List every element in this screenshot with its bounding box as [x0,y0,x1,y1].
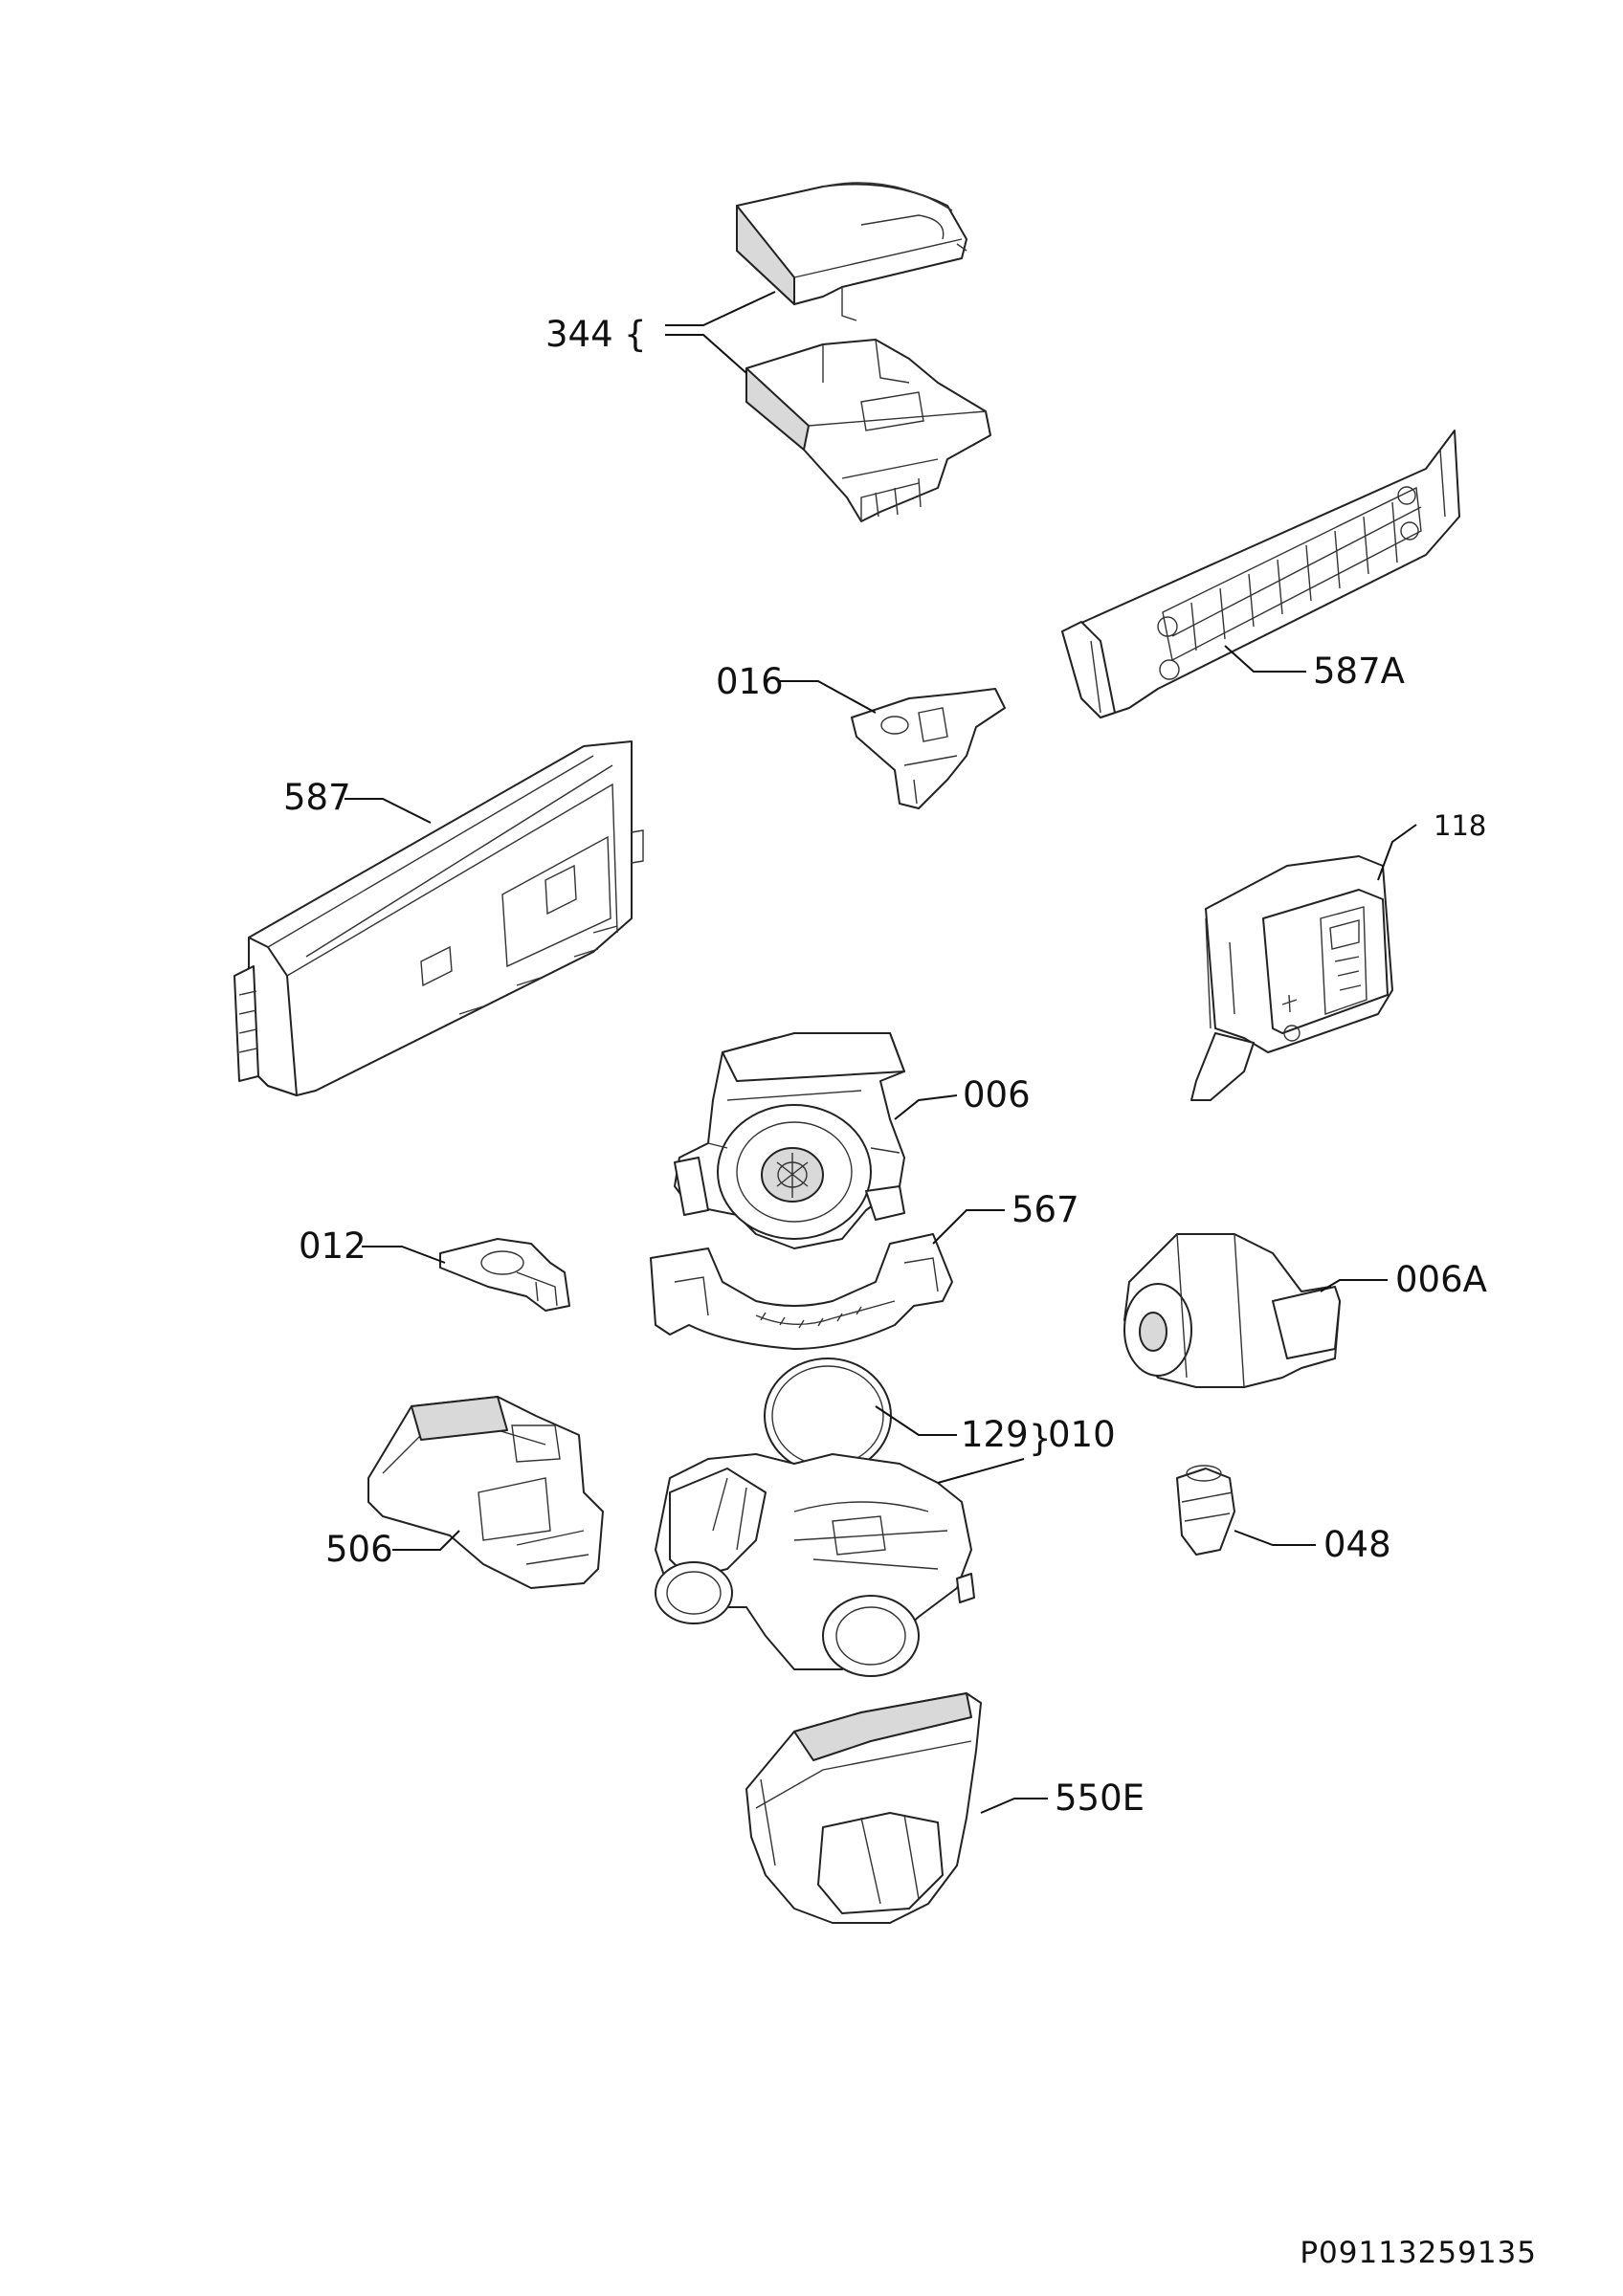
callout-016: 016 [716,661,784,702]
part-006-pump [674,1032,905,1249]
callout-010: 010 [1048,1414,1116,1455]
document-number: P09113259135 [1300,2236,1537,2270]
bracket-010: } [1029,1418,1052,1459]
callout-118: 118 [1434,809,1486,842]
part-048-sensor [1176,1465,1235,1556]
bracket-344: { [624,314,647,355]
part-344-cover [736,182,967,321]
callout-567: 567 [1012,1189,1079,1230]
part-587A-frame [1061,430,1460,718]
callout-048: 048 [1323,1524,1391,1565]
callout-587: 587 [283,777,351,818]
callout-344: 344 [545,314,613,355]
part-506 [367,1396,604,1589]
part-587-control-box [233,740,644,1096]
part-118-dispenser [1190,855,1393,1101]
callout-506: 506 [325,1529,393,1570]
part-567-bracket [650,1233,953,1350]
callout-129: 129 [961,1414,1029,1455]
callout-012: 012 [299,1225,367,1267]
part-010-heat-pump [655,1453,975,1677]
callout-006: 006 [963,1074,1031,1115]
callout-labels: 344 { 587A 016 587 118 006 567 012 006A … [283,314,1487,1819]
callout-006A: 006A [1395,1259,1487,1300]
part-016 [851,688,1006,809]
part-344-module [745,339,991,522]
part-550E-cover [745,1692,982,1924]
part-006A-drain-pump [1123,1233,1341,1388]
callout-587A: 587A [1313,651,1405,692]
leader-lines [345,291,1417,1814]
part-012 [439,1238,570,1312]
callout-550E: 550E [1055,1777,1145,1819]
